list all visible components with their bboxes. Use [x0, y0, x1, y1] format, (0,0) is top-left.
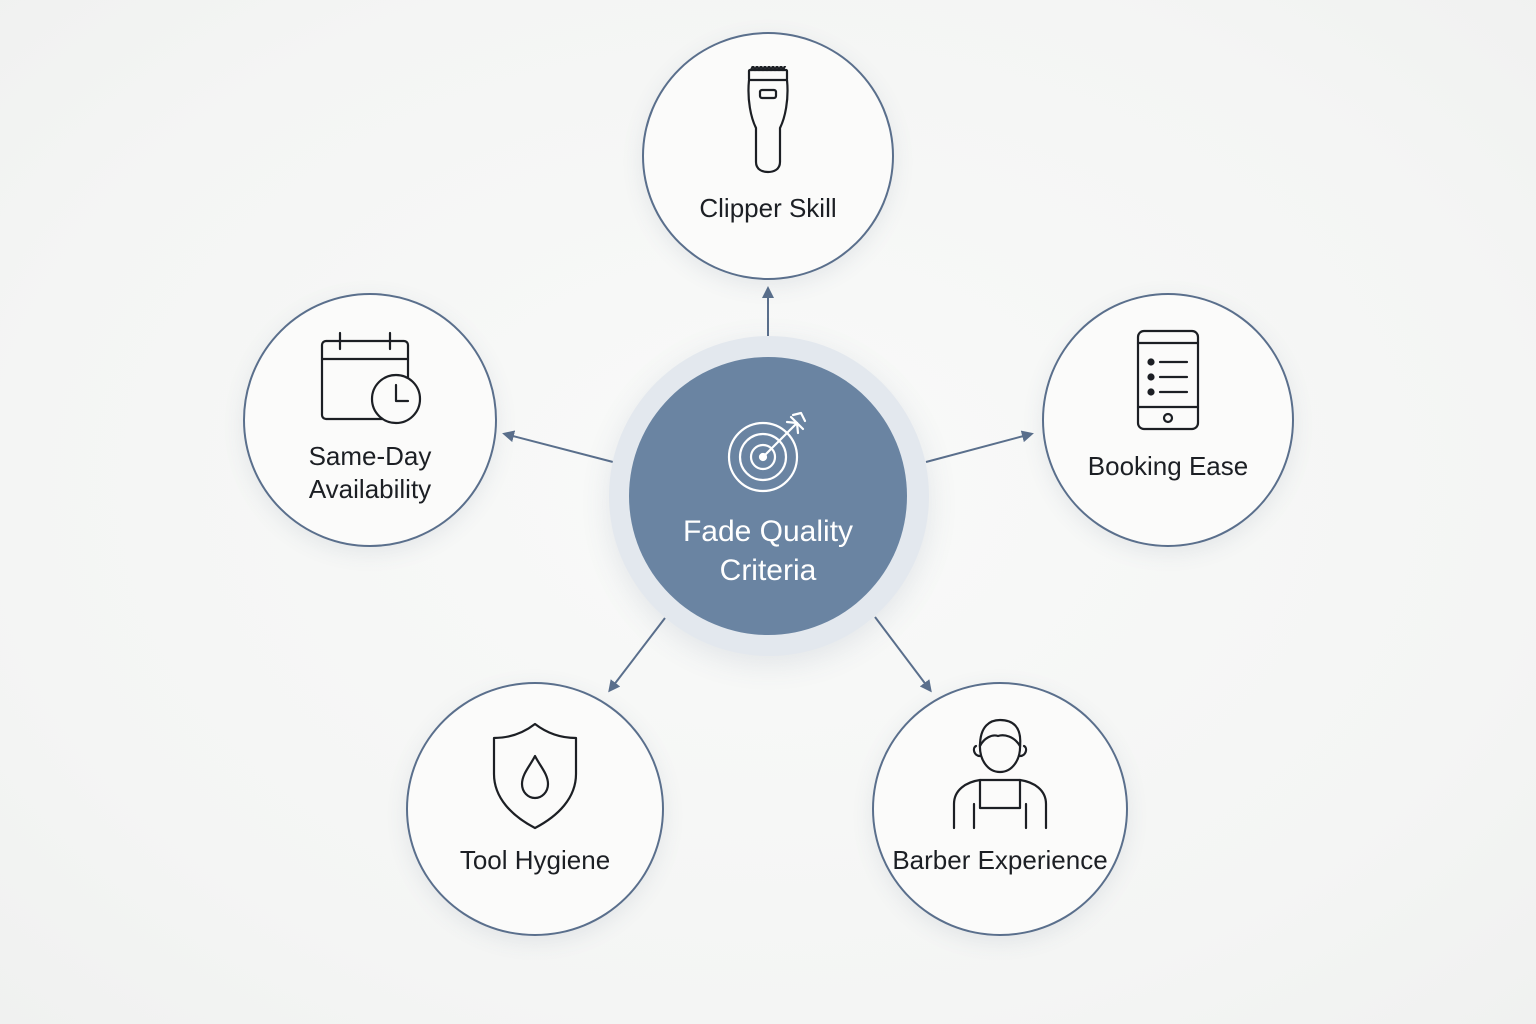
center-node[interactable]: Fade Quality Criteria [629, 357, 907, 635]
node-barber-experience[interactable]: Barber Experience [872, 682, 1128, 936]
booking-ease-label: Booking Ease [1087, 451, 1249, 481]
clipper-skill-label: Clipper Skill [699, 193, 837, 223]
node-same-day-availability[interactable]: Same-Day Availability [243, 293, 497, 547]
center-label: Fade Quality Criteria [682, 515, 854, 587]
connector-booking-ease [925, 430, 1034, 463]
node-booking-ease[interactable]: Booking Ease [1042, 293, 1294, 547]
phone-list-icon [1135, 329, 1201, 436]
calendar-clock-icon [318, 329, 422, 430]
target-icon [723, 409, 813, 504]
connector-tool-hygiene [608, 617, 666, 693]
shield-drop-icon [490, 722, 580, 835]
clipper-icon [743, 64, 793, 181]
same-day-availability-label: Same-Day Availability [308, 441, 432, 504]
tool-hygiene-label: Tool Hygiene [459, 845, 611, 875]
node-clipper-skill[interactable]: Clipper Skill [642, 32, 894, 280]
node-tool-hygiene[interactable]: Tool Hygiene [406, 682, 664, 936]
barber-icon [950, 716, 1050, 837]
connector-same-day-availability [502, 430, 614, 463]
barber-experience-label: Barber Experience [892, 845, 1108, 875]
connector-barber-experience [874, 616, 932, 693]
